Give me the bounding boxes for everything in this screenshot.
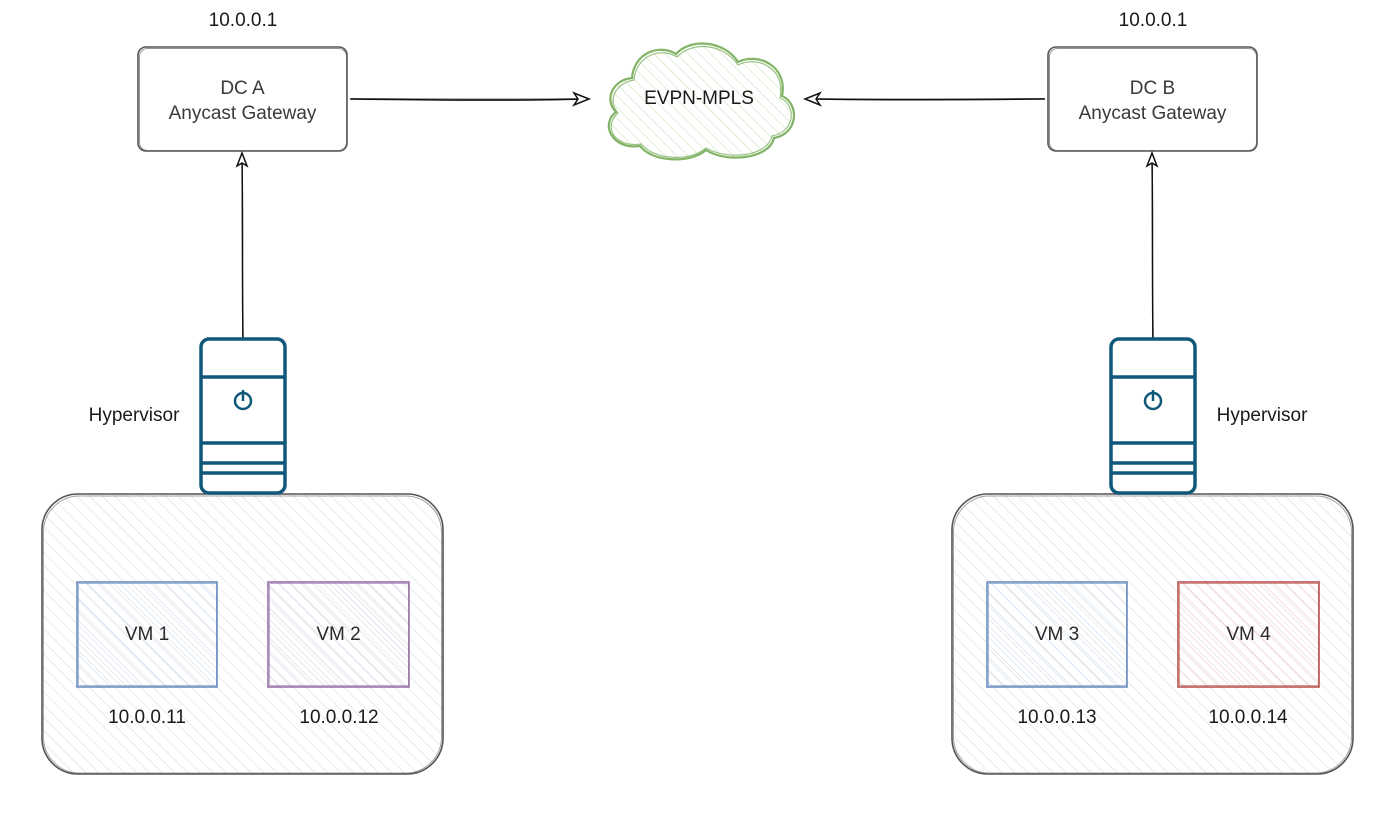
dc-b-gateway-box: [1047, 46, 1258, 152]
server-power-icon: [1109, 337, 1197, 495]
dc-b-title: DC B: [1129, 78, 1176, 99]
vm-2-label: VM 2: [316, 624, 361, 645]
vm-2-ip-label: 10.0.0.12: [299, 707, 379, 728]
vm-1-label: VM 1: [124, 624, 170, 645]
vm-3-label: VM 3: [1034, 624, 1080, 645]
vm-3-ip-label: 10.0.0.13: [1017, 707, 1097, 728]
server-power-icon: [199, 337, 287, 495]
dc-a-gateway-box: [137, 46, 348, 152]
cloud-label: EVPN-MPLS: [644, 88, 754, 109]
arrow-hypervisor-a-to-dc-a: [235, 150, 249, 339]
dc-a-ip-label: 10.0.0.1: [208, 10, 278, 31]
dc-a-title: DC A: [220, 78, 265, 99]
host-b-container: [951, 493, 1354, 775]
vm-1-box: [76, 581, 218, 688]
dc-b-ip-label: 10.0.0.1: [1118, 10, 1188, 31]
arrow-hypervisor-b-to-dc-b: [1145, 150, 1159, 339]
hypervisor-b-label: Hypervisor: [1216, 405, 1308, 426]
arrow-dc-b-to-cloud: [802, 91, 1046, 107]
vm-1-ip-label: 10.0.0.11: [108, 707, 186, 728]
vm-4-label: VM 4: [1226, 624, 1271, 645]
dc-b-subtitle: Anycast Gateway: [1078, 103, 1227, 124]
dc-a-subtitle: Anycast Gateway: [168, 103, 317, 124]
hypervisor-a-label: Hypervisor: [88, 405, 180, 426]
vm-4-box: [1177, 581, 1320, 688]
vm-2-box: [267, 581, 410, 688]
vm-4-ip-label: 10.0.0.14: [1208, 707, 1288, 728]
vm-3-box: [986, 581, 1128, 688]
arrow-dc-a-to-cloud: [349, 91, 592, 107]
evpn-mpls-cloud: [607, 42, 796, 161]
